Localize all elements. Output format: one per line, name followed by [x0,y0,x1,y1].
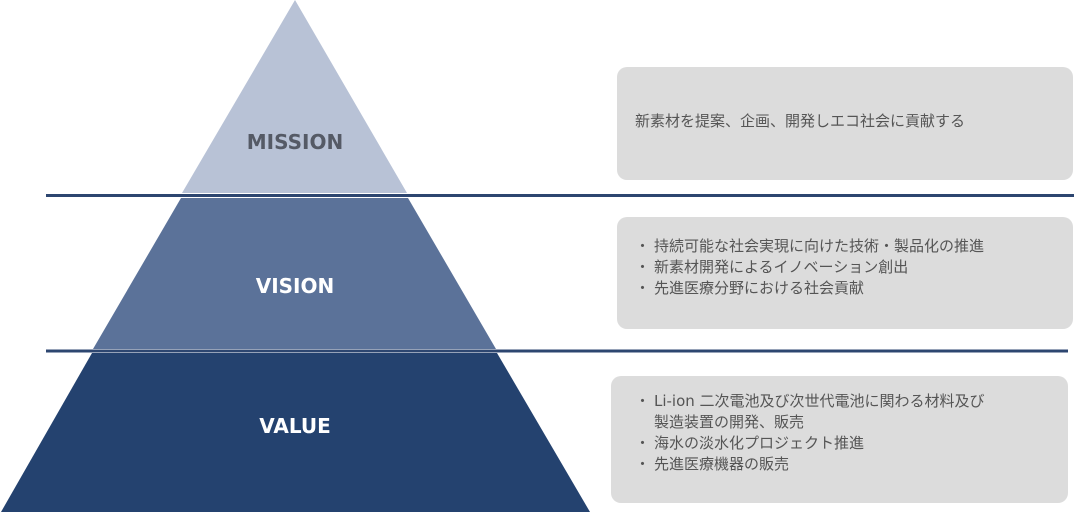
pyramid-tier-vision [93,198,496,349]
list-item: 先進医療機器の販売 [635,454,1068,475]
list-item-line: Li-ion 二次電池及び次世代電池に関わる材料及び [654,392,985,410]
value-description-box: Li-ion 二次電池及び次世代電池に関わる材料及び 製造装置の開発、販売 海水… [611,376,1068,503]
tier-label-mission: MISSION [247,130,343,154]
pyramid-tier-mission [182,0,407,193]
vision-description-box: 持続可能な社会実現に向けた技術・製品化の推進 新素材開発によるイノベーション創出… [617,217,1073,329]
list-item: Li-ion 二次電池及び次世代電池に関わる材料及び 製造装置の開発、販売 [635,391,1068,433]
list-item: 先進医療分野における社会貢献 [635,278,1073,299]
list-item: 持続可能な社会実現に向けた技術・製品化の推進 [635,236,1073,257]
tier-label-vision: VISION [256,274,335,298]
mission-description-box: 新素材を提案、企画、開発しエコ社会に貢献する [617,67,1073,180]
list-item-line: 先進医療機器の販売 [654,455,790,473]
mission-text: 新素材を提案、企画、開発しエコ社会に貢献する [635,112,966,130]
list-item: 新素材開発によるイノベーション創出 [635,257,1073,278]
list-item: 海水の淡水化プロジェクト推進 [635,433,1068,454]
tier-label-value: VALUE [259,414,331,438]
pyramid-tier-value [1,353,590,512]
list-item-line: 製造装置の開発、販売 [654,413,805,431]
list-item-line: 海水の淡水化プロジェクト推進 [654,434,865,452]
vision-list: 持続可能な社会実現に向けた技術・製品化の推進 新素材開発によるイノベーション創出… [635,236,1073,299]
value-list: Li-ion 二次電池及び次世代電池に関わる材料及び 製造装置の開発、販売 海水… [635,391,1068,475]
